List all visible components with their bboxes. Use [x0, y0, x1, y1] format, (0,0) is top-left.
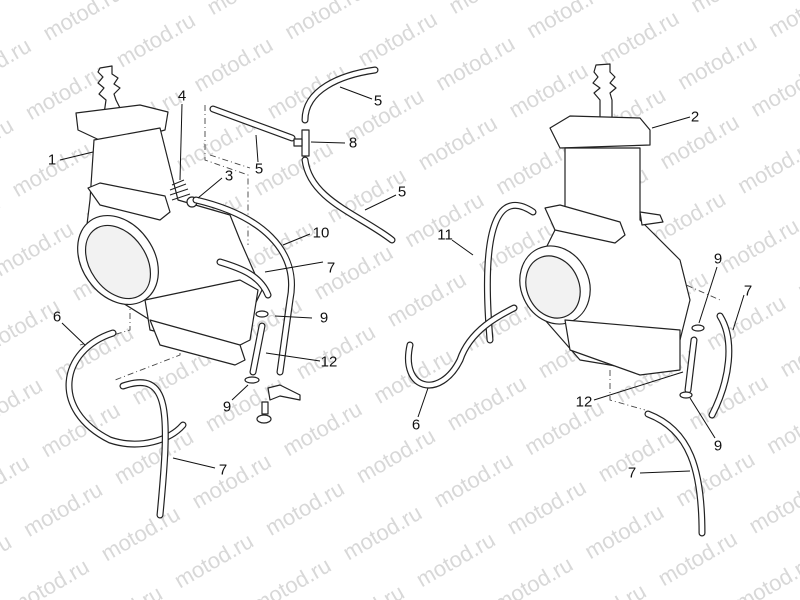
svg-text:motod.ru: motod.ru — [671, 446, 759, 511]
svg-text:motod.ru: motod.ru — [563, 578, 651, 600]
svg-text:motod.ru: motod.ru — [0, 373, 47, 438]
svg-text:motod.ru: motod.ru — [0, 112, 18, 177]
svg-text:motod.ru: motod.ru — [292, 319, 380, 384]
hoses — [65, 66, 733, 537]
svg-text:motod.ru: motod.ru — [654, 526, 742, 591]
svg-text:motod.ru: motod.ru — [594, 422, 682, 487]
svg-text:motod.ru: motod.ru — [746, 57, 800, 122]
svg-text:motod.ru: motod.ru — [762, 394, 800, 459]
callout-label-c8: 8 — [348, 134, 358, 152]
svg-text:motod.ru: motod.ru — [248, 552, 336, 600]
svg-text:motod.ru: motod.ru — [520, 395, 608, 460]
svg-text:motod.ru: motod.ru — [97, 501, 185, 566]
svg-text:motod.ru: motod.ru — [38, 0, 126, 45]
callout-label-c9a: 9 — [319, 309, 329, 327]
svg-text:motod.ru: motod.ru — [0, 529, 16, 594]
svg-text:motod.ru: motod.ru — [203, 0, 291, 20]
callout-label-c3: 3 — [224, 167, 234, 185]
svg-text:motod.ru: motod.ru — [580, 499, 668, 564]
svg-text:motod.ru: motod.ru — [261, 476, 349, 541]
svg-text:motod.ru: motod.ru — [764, 0, 800, 42]
svg-text:motod.ru: motod.ru — [443, 371, 531, 436]
callout-label-c9b: 9 — [222, 398, 232, 416]
svg-text:motod.ru: motod.ru — [505, 58, 593, 123]
svg-text:motod.ru: motod.ru — [201, 372, 289, 437]
svg-text:motod.ru: motod.ru — [321, 579, 409, 600]
svg-text:motod.ru: motod.ru — [50, 320, 138, 385]
svg-text:motod.ru: motod.ru — [383, 267, 471, 332]
svg-text:motod.ru: motod.ru — [522, 0, 610, 43]
callout-label-c5b: 5 — [373, 92, 383, 110]
svg-text:motod.ru: motod.ru — [595, 5, 683, 70]
svg-text:motod.ru: motod.ru — [655, 109, 743, 174]
callout-label-c11: 11 — [437, 226, 453, 244]
svg-text:motod.ru: motod.ru — [0, 189, 4, 254]
svg-text:motod.ru: motod.ru — [352, 423, 440, 488]
svg-text:motod.ru: motod.ru — [673, 30, 761, 95]
callout-label-c7b: 7 — [218, 461, 228, 479]
svg-text:motod.ru: motod.ru — [280, 0, 368, 44]
callout-label-c7d: 7 — [627, 464, 637, 482]
carburetor-right — [519, 63, 721, 411]
svg-text:motod.ru: motod.ru — [112, 7, 200, 72]
svg-text:motod.ru: motod.ru — [19, 477, 107, 542]
callout-label-c9c: 9 — [713, 250, 723, 268]
callout-label-c2: 2 — [690, 108, 700, 126]
callout-label-c12b: 12 — [575, 393, 593, 411]
svg-text:motod.ru: motod.ru — [412, 527, 500, 592]
callout-label-c5a: 5 — [254, 160, 264, 178]
carburetor-left — [75, 65, 263, 381]
callout-label-c7a: 7 — [326, 259, 336, 277]
svg-text:motod.ru: motod.ru — [0, 293, 64, 358]
callout-label-c6a: 6 — [52, 308, 62, 326]
svg-text:motod.ru: motod.ru — [170, 528, 258, 593]
svg-text:motod.ru: motod.ru — [338, 500, 426, 565]
svg-text:motod.ru: motod.ru — [686, 0, 774, 18]
svg-text:motod.ru: motod.ru — [503, 474, 591, 539]
svg-text:motod.ru: motod.ru — [110, 424, 198, 489]
callout-label-c5c: 5 — [397, 183, 407, 201]
svg-text:motod.ru: motod.ru — [309, 240, 397, 305]
callout-label-c6b: 6 — [411, 416, 421, 434]
svg-text:motod.ru: motod.ru — [731, 550, 800, 600]
svg-text:motod.ru: motod.ru — [445, 0, 533, 19]
svg-text:motod.ru: motod.ru — [278, 396, 366, 461]
callout-label-c7c: 7 — [743, 282, 753, 300]
svg-text:motod.ru: motod.ru — [489, 551, 577, 600]
callout-label-c4: 4 — [177, 87, 187, 105]
svg-text:motod.ru: motod.ru — [775, 317, 800, 382]
svg-text:motod.ru: motod.ru — [188, 449, 276, 514]
callout-label-c1: 1 — [47, 151, 57, 169]
svg-text:motod.ru: motod.ru — [37, 397, 125, 462]
svg-text:motod.ru: motod.ru — [733, 134, 800, 199]
svg-text:motod.ru: motod.ru — [189, 32, 277, 97]
svg-text:motod.ru: motod.ru — [745, 473, 800, 538]
svg-text:motod.ru: motod.ru — [6, 554, 94, 600]
callout-label-c10: 10 — [312, 224, 330, 242]
svg-text:motod.ru: motod.ru — [79, 581, 167, 600]
svg-text:motod.ru: motod.ru — [702, 290, 790, 355]
callout-label-c12a: 12 — [320, 353, 338, 371]
svg-text:motod.ru: motod.ru — [0, 33, 35, 98]
svg-text:motod.ru: motod.ru — [0, 216, 78, 281]
svg-text:motod.ru: motod.ru — [793, 237, 800, 302]
svg-text:motod.ru: motod.ru — [8, 137, 96, 202]
svg-text:motod.ru: motod.ru — [414, 110, 502, 175]
svg-text:motod.ru: motod.ru — [354, 6, 442, 71]
callout-label-c9d: 9 — [713, 437, 723, 455]
svg-text:motod.ru: motod.ru — [0, 450, 33, 515]
svg-text:motod.ru: motod.ru — [715, 213, 800, 278]
leader-lines — [59, 86, 745, 474]
svg-text:motod.ru: motod.ru — [431, 31, 519, 96]
svg-text:motod.ru: motod.ru — [429, 447, 517, 512]
